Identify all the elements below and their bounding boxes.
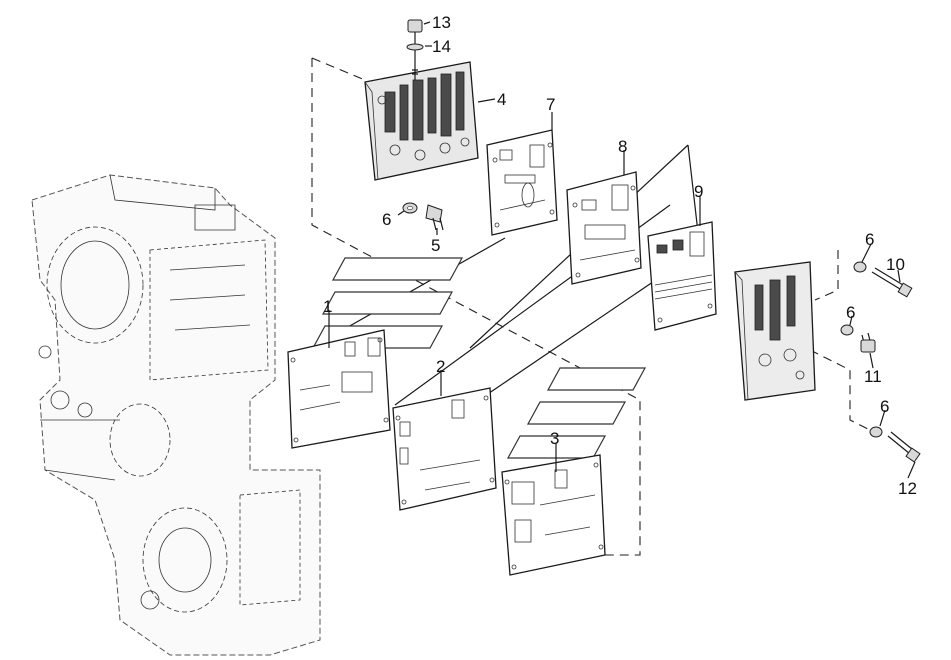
- transmission-housing: [31, 174, 321, 656]
- bolt-part-5: [425, 204, 444, 231]
- washer-6-right-top: [853, 261, 867, 273]
- o-ring-part-14: [406, 43, 424, 80]
- plate-part-9: [647, 221, 717, 331]
- callout-4: 4: [497, 90, 506, 109]
- plug-part-13: [407, 19, 423, 45]
- callout-6-right-top: 6: [865, 230, 874, 249]
- valve-body-part-4: [364, 61, 479, 181]
- callout-1: 1: [323, 297, 332, 316]
- callout-11: 11: [864, 367, 882, 386]
- leader-lines: [328, 21, 916, 479]
- plate-part-8: [566, 171, 642, 285]
- callout-3: 3: [550, 429, 559, 448]
- callout-10: 10: [886, 255, 905, 274]
- bolt-part-10: [871, 267, 913, 298]
- plate-part-3: [501, 454, 606, 576]
- callout-labels: 13 14 4 7 8 9 6 5 6 10 6 11 1 2 3 6 12: [323, 13, 917, 498]
- callout-6-right-low: 6: [880, 397, 889, 416]
- bolt-part-12: [887, 431, 921, 463]
- callout-6-upper-left: 6: [382, 210, 391, 229]
- washer-6-right-mid: [840, 324, 854, 336]
- callout-13: 13: [432, 13, 451, 32]
- assembly-guide-lines: [311, 57, 871, 556]
- callout-7: 7: [546, 95, 555, 114]
- callout-9: 9: [694, 182, 703, 201]
- plate-part-1: [287, 329, 391, 449]
- callout-8: 8: [618, 137, 627, 156]
- callout-12: 12: [898, 479, 917, 498]
- plate-part-7: [486, 129, 558, 236]
- callout-2: 2: [436, 357, 445, 376]
- callout-5: 5: [431, 236, 440, 255]
- bolt-part-11: [860, 332, 876, 353]
- callout-6-right-mid: 6: [846, 303, 855, 322]
- plate-part-2: [392, 387, 497, 511]
- washer-6-upper-left: [402, 202, 418, 214]
- valve-body-right: [734, 261, 816, 401]
- callout-14: 14: [432, 37, 451, 56]
- washer-6-right-low: [869, 426, 883, 438]
